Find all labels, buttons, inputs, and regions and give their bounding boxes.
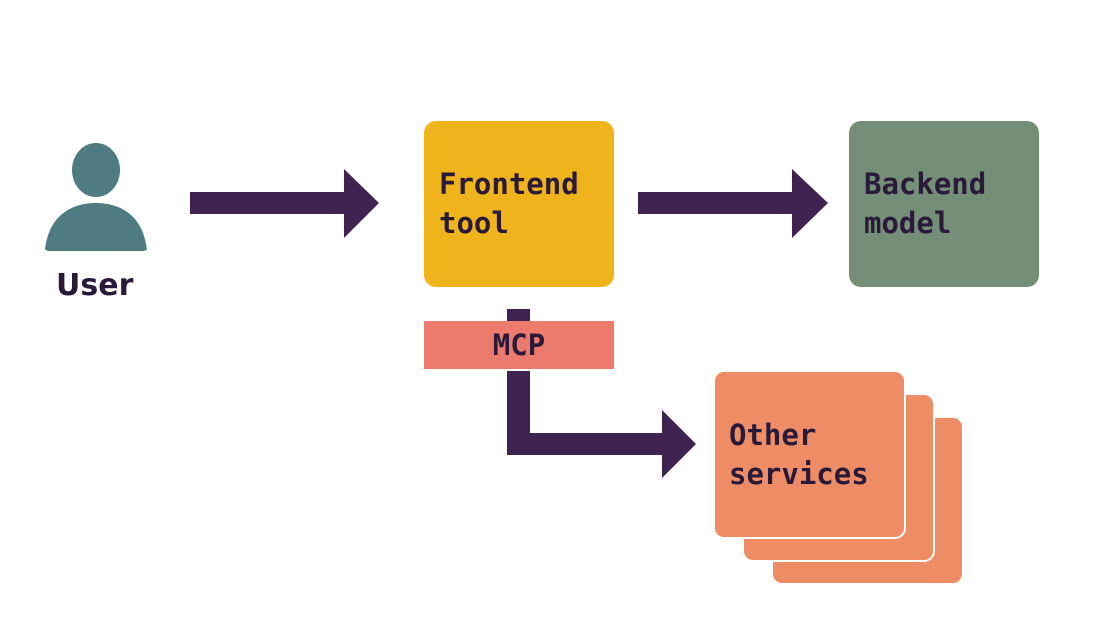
user-icon: [45, 143, 147, 251]
mcp-label: MCP: [492, 328, 546, 362]
backend-model-box[interactable]: Backend model: [849, 121, 1039, 287]
user-label: User: [56, 268, 134, 303]
arrow-user-to-frontend: [190, 169, 379, 238]
mcp-bar[interactable]: MCP: [424, 321, 614, 369]
other-services-label: Other services: [729, 418, 869, 491]
arrow-mcp-to-services: [507, 371, 696, 478]
frontend-tool-box[interactable]: Frontend tool: [424, 121, 614, 287]
frontend-tool-label: Frontend tool: [439, 167, 579, 240]
backend-model-label: Backend model: [864, 167, 987, 240]
arrow-frontend-to-backend: [638, 169, 828, 238]
service-card-front: Other services: [713, 370, 906, 539]
mcp-connector-stub: [507, 309, 530, 323]
